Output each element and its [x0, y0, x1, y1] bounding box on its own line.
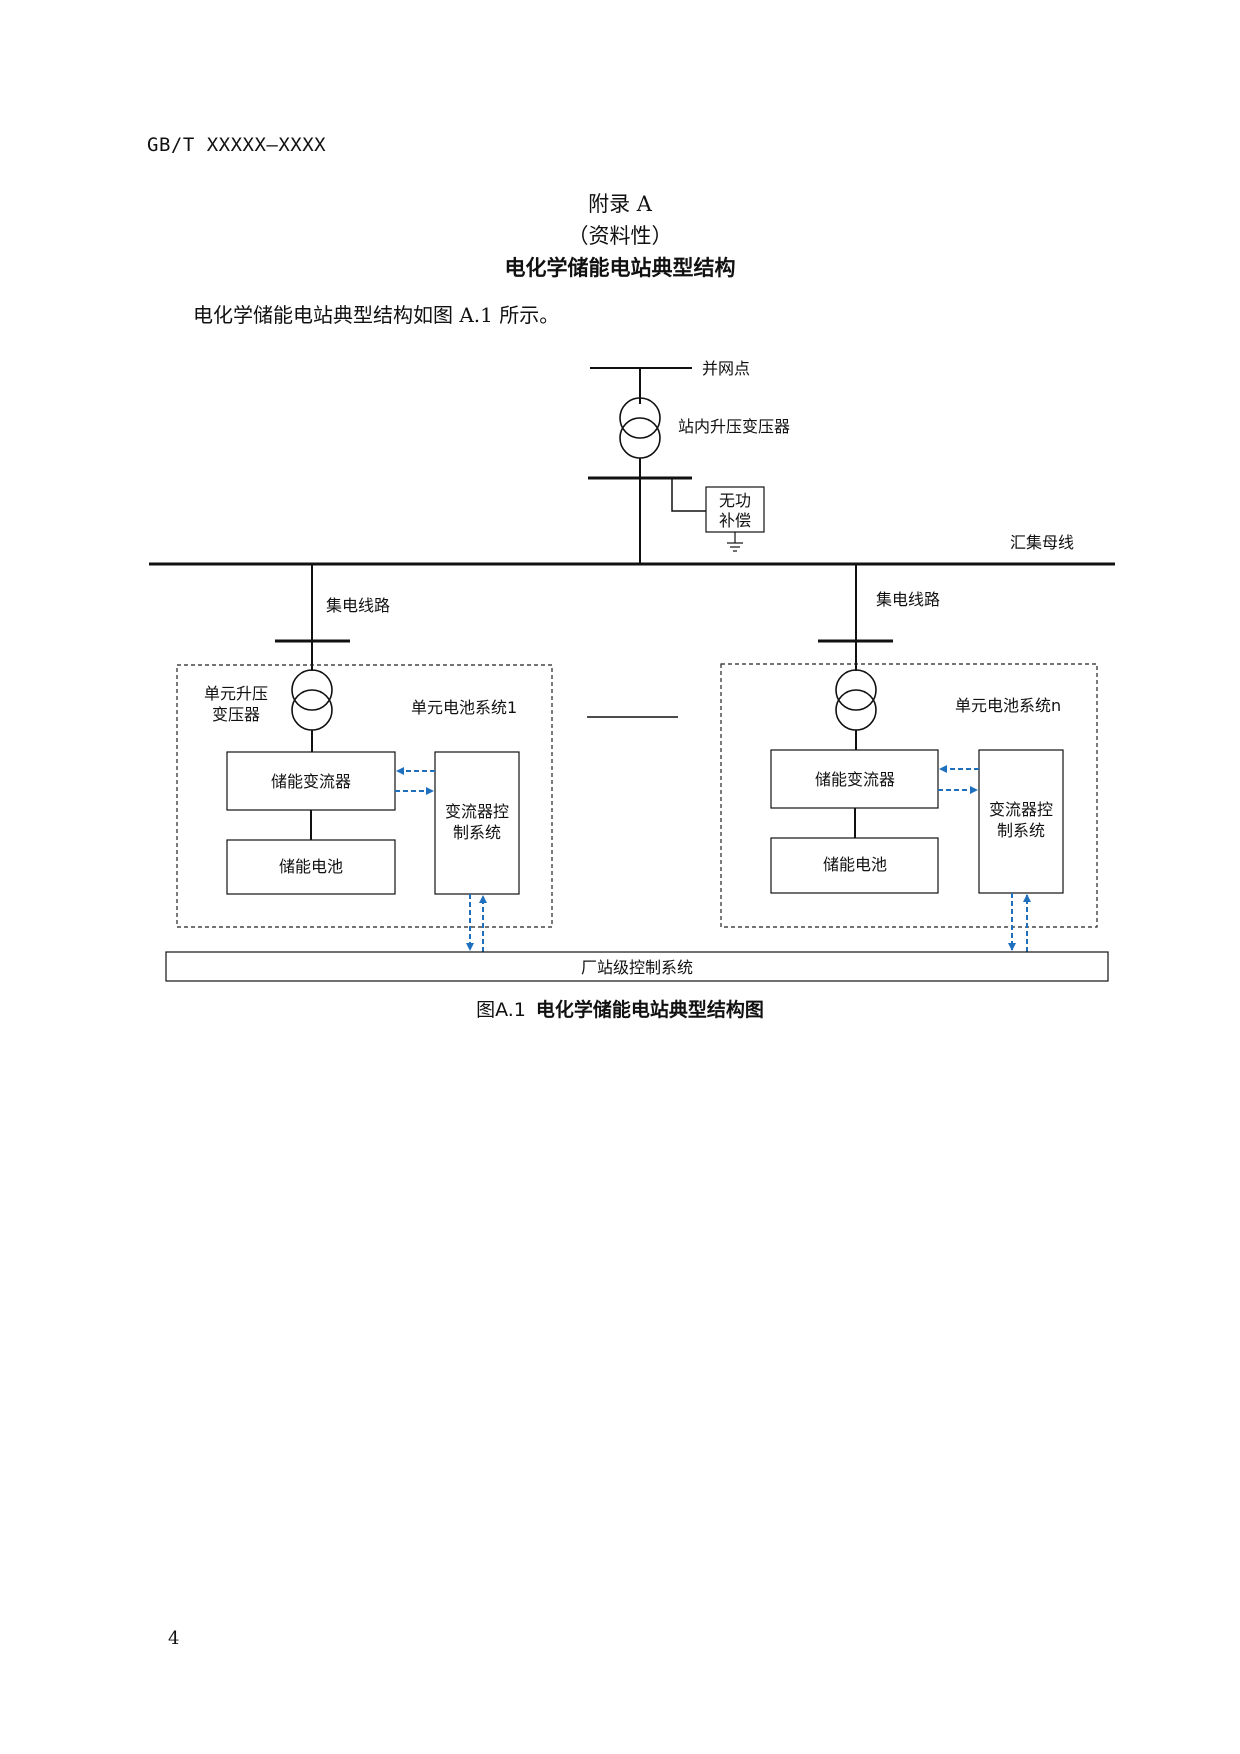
page-number: 4 — [168, 1628, 180, 1649]
battery-left-label: 储能电池 — [279, 857, 343, 876]
unit-system-n-label: 单元电池系统n — [955, 696, 1061, 715]
unit-system-1-frame — [176, 664, 553, 928]
unit-transformer-label-2: 变压器 — [212, 705, 260, 724]
intro-paragraph: 电化学储能电站典型结构如图 A.1 所示。 — [193, 303, 560, 327]
battery-left-box — [226, 839, 396, 895]
pcs-left-label: 储能变流器 — [271, 772, 351, 791]
pcs-right-label: 储能变流器 — [815, 770, 895, 789]
unit-transformer-label-1: 单元升压 — [204, 684, 268, 703]
appendix-heading: 电化学储能电站典型结构 — [504, 256, 736, 280]
feeder-left-label: 集电线路 — [326, 596, 390, 615]
battery-right-label: 储能电池 — [823, 855, 887, 874]
station-structure-diagram: 并网点 站内升压变压器 无功 补偿 汇集母线 集电线路 集电线路 单元升压 变压… — [149, 359, 1115, 982]
appendix-subtitle: （资料性） — [567, 224, 673, 248]
figure-title: 电化学储能电站典型结构图 — [535, 999, 764, 1021]
ctrl-left-label-1: 变流器控 — [445, 802, 509, 821]
figure-number: 图A.1 — [476, 999, 526, 1021]
unit-transformer-right-upper — [835, 669, 877, 711]
feeder-right-label: 集电线路 — [876, 590, 940, 609]
battery-right-box — [770, 837, 939, 894]
station-transformer-coil-upper — [619, 397, 661, 439]
reactive-comp-label-2: 补偿 — [719, 511, 751, 530]
appendix-title: 附录 A — [588, 192, 652, 216]
pcs-right-box — [770, 749, 939, 809]
grid-point-label: 并网点 — [702, 359, 750, 378]
unit-system-n-frame — [720, 663, 1098, 928]
ctrl-right-label-2: 制系统 — [997, 821, 1045, 840]
ctrl-right-label-1: 变流器控 — [989, 800, 1053, 819]
unit-system-1-label: 单元电池系统1 — [411, 698, 517, 717]
pcs-left-box — [226, 751, 396, 811]
plant-control-box — [165, 951, 1109, 982]
reactive-comp-label-1: 无功 — [719, 491, 751, 510]
collector-bus-label: 汇集母线 — [1010, 533, 1074, 552]
ctrl-left-box — [434, 751, 520, 895]
ctrl-left-label-2: 制系统 — [453, 823, 501, 842]
plant-control-label: 厂站级控制系统 — [581, 958, 693, 977]
station-transformer-label: 站内升压变压器 — [678, 417, 790, 436]
figure-caption: 图A.1 电化学储能电站典型结构图 — [0, 995, 1240, 1022]
document-code: GB/T XXXXX—XXXX — [147, 134, 327, 156]
ctrl-right-box — [978, 749, 1064, 894]
reactive-comp-wire — [671, 478, 706, 512]
unit-transformer-left-upper — [291, 669, 333, 711]
